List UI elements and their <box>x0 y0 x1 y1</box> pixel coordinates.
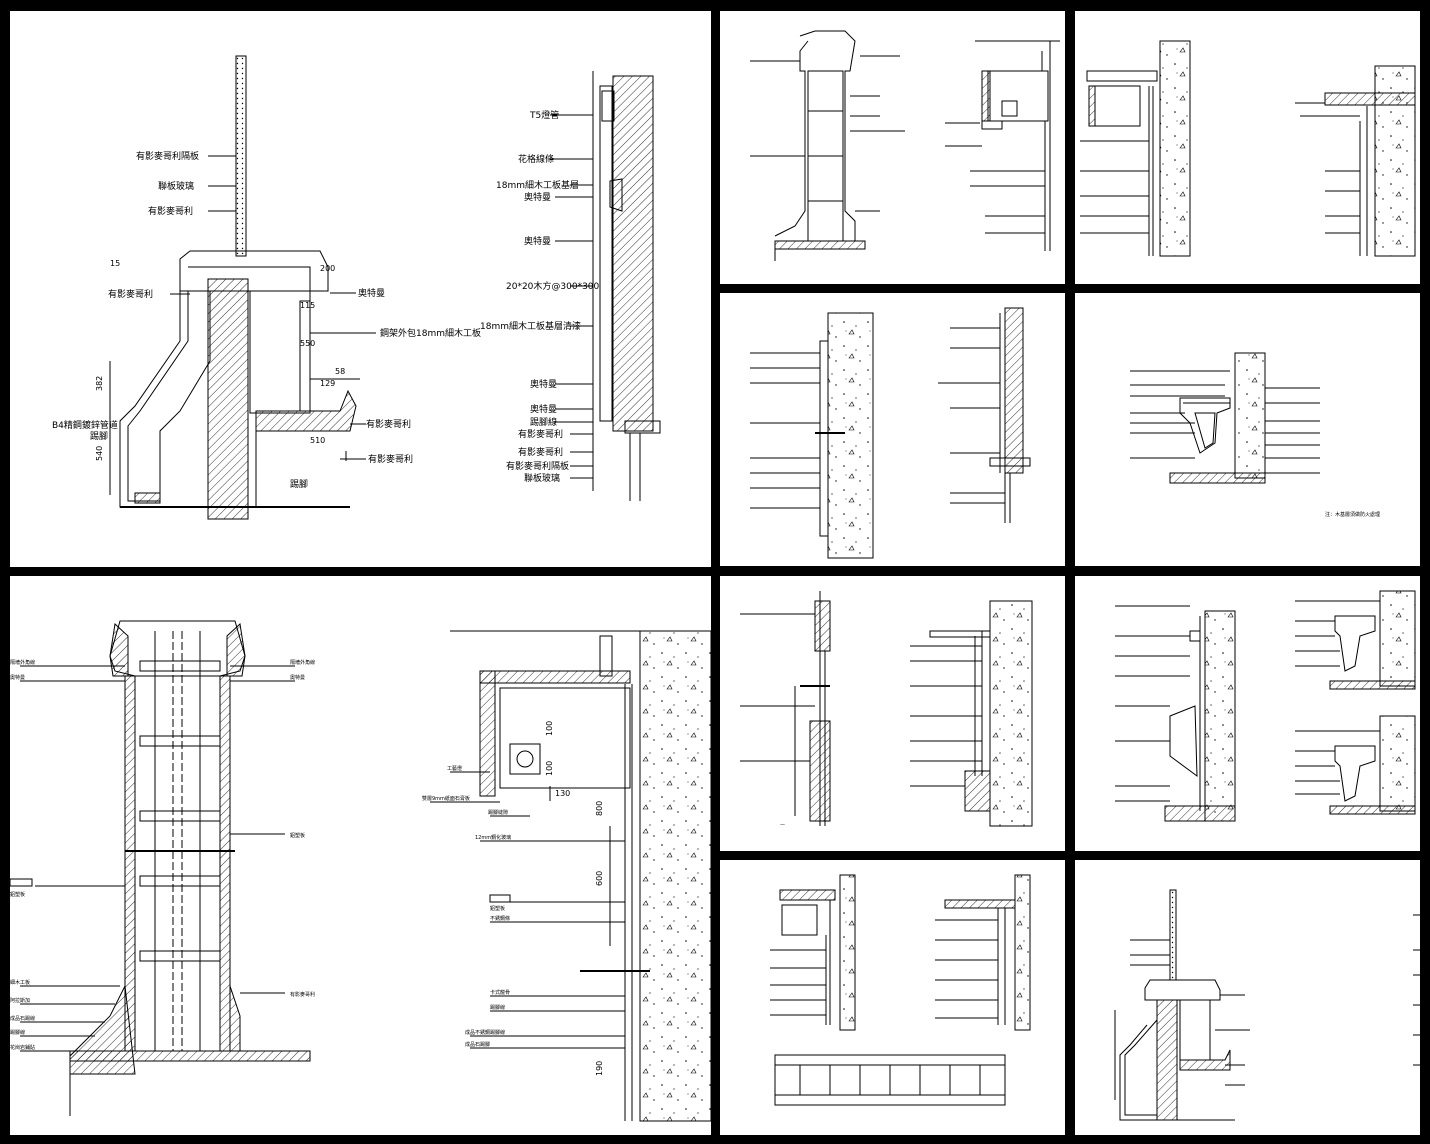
section-drawing-6: 隔墻外角線 奧特曼 鋁塑板 細木工板 阿拉斯加 成品石踢線 踢腳線 花崗岩鋪貼 … <box>10 620 711 1122</box>
dim-130: 130 <box>555 789 570 798</box>
label-alu-panel-r: 鋁塑板 <box>290 832 305 839</box>
section-drawing-8 <box>1115 590 1416 822</box>
label-skirting-left: 踢腳 <box>90 431 108 442</box>
label-autman-5: 奧特曼 <box>530 403 557 415</box>
label-alaska: 阿拉斯加 <box>10 997 30 1004</box>
drawing-panel-2 <box>720 11 1065 284</box>
label-autman: 奧特曼 <box>358 287 385 299</box>
label-steel-strip: 不銹鋼條 <box>490 915 510 922</box>
section-drawing-9 <box>770 874 1031 1106</box>
drawing-panel-1: 382 540 510 129 58 115 550 200 15 有影麥哥利隔… <box>10 11 711 567</box>
note-fireproof: 注：木基層須做防火處理 <box>1325 511 1380 518</box>
dim-800: 800 <box>595 801 604 816</box>
dim-15: 15 <box>110 259 120 268</box>
label-maccoli-5: 有影麥哥利 <box>518 428 563 440</box>
label-partition-2: 有影麥哥利隔板 <box>506 460 569 472</box>
dim-540: 540 <box>95 446 104 461</box>
scale-mark-7a: — <box>780 822 785 828</box>
label-maccoli-6: 有影麥哥利 <box>518 446 563 458</box>
label-plywood-l: 細木工板 <box>10 979 30 986</box>
drawing-panel-7: — <box>720 576 1065 851</box>
section-drawing-5: 注：木基層須做防火處理 <box>1130 352 1380 518</box>
label-autman-2: 奧特曼 <box>524 191 551 203</box>
label-gypsum-board: 雙層9mm紙面石膏板 <box>422 795 470 802</box>
dim-600: 600 <box>595 871 604 886</box>
label-steel-frame: 鋼架外包18mm細木工板 <box>380 327 481 339</box>
label-plywood-varnish: 18mm細木工板基層清漆 <box>480 320 581 332</box>
dim-100-b: 100 <box>545 761 554 776</box>
drawing-panel-3 <box>1075 11 1420 284</box>
label-plywood-base: 18mm細木工板基層 <box>496 179 579 191</box>
label-maccoli-2: 有影麥哥利 <box>108 288 153 300</box>
drawing-panel-5: 注：木基層須做防火處理 <box>1075 293 1420 566</box>
dim-190: 190 <box>595 1061 604 1076</box>
label-maccoli-r: 有影麥哥利 <box>290 991 315 998</box>
label-partition: 有影麥哥利隔板 <box>136 150 199 162</box>
label-granite: 花崗岩鋪貼 <box>10 1044 35 1051</box>
section-drawing-3 <box>1080 40 1416 257</box>
dim-100-a: 100 <box>545 721 554 736</box>
label-steel-kick: 成品不銹鋼踢腳線 <box>465 1029 505 1036</box>
dim-115: 115 <box>300 301 315 310</box>
dim-382: 382 <box>95 376 104 391</box>
label-autman-4: 奧特曼 <box>530 378 557 390</box>
label-stone-kick: 成品石踢線 <box>10 1015 35 1022</box>
label-maccoli-1: 有影麥哥利 <box>148 205 193 217</box>
section-drawing-4 <box>750 307 1031 559</box>
section-drawing-2 <box>750 30 1060 261</box>
drawing-panel-8 <box>1075 576 1420 851</box>
label-lattice: 花格線條 <box>518 153 554 165</box>
elevation-labels: T5燈管 花格線條 18mm細木工板基層 奧特曼 奧特曼 20*20木方@300… <box>480 109 600 484</box>
label-timber-grid: 20*20木方@300*300 <box>506 280 600 292</box>
section-drawing-10 <box>1114 889 1420 1121</box>
label-maccoli-3: 有影麥哥利 <box>366 418 411 430</box>
section-drawing-7: — <box>740 591 1033 828</box>
label-skirting-l: 踢腳線 <box>10 1029 25 1036</box>
label-alu-panel-m: 鋁塑板 <box>490 905 505 912</box>
label-autman-r: 奧特曼 <box>290 674 305 681</box>
label-outer-corner-l: 隔墻外角線 <box>10 659 35 666</box>
label-skirting-m: 踢腳線 <box>490 1004 505 1011</box>
label-skirting-line: 踢腳線 <box>530 416 557 428</box>
label-steel-pipe: B4精鋼鍍鋅管道 <box>52 419 118 431</box>
dim-58: 58 <box>335 367 345 376</box>
drawing-panel-4 <box>720 293 1065 566</box>
label-outer-corner-r: 隔墻外角線 <box>290 659 315 666</box>
label-alu-panel-l: 鋁塑板 <box>10 891 25 898</box>
label-kick-gap: 踢腳縫隙 <box>488 809 508 816</box>
section-drawing-1: 382 540 510 129 58 115 550 200 15 有影麥哥利隔… <box>52 55 661 520</box>
dim-550: 550 <box>300 339 315 348</box>
label-glass: 聯板玻璃 <box>158 180 194 192</box>
dim-129: 129 <box>320 379 335 388</box>
dim-200: 200 <box>320 264 335 273</box>
label-tempered-glass: 12mm鋼化玻璃 <box>475 834 511 841</box>
drawing-panel-10 <box>1075 860 1420 1135</box>
label-autman-l: 奧特曼 <box>10 674 25 681</box>
drawing-panel-6: 隔墻外角線 奧特曼 鋁塑板 細木工板 阿拉斯加 成品石踢線 踢腳線 花崗岩鋪貼 … <box>10 576 711 1135</box>
label-glass-2: 聯板玻璃 <box>524 472 560 484</box>
label-skirting-right: 踢腳 <box>290 479 308 490</box>
label-keel: 卡式龍骨 <box>490 989 510 996</box>
label-t5: T5燈管 <box>529 109 559 121</box>
label-maccoli-4: 有影麥哥利 <box>368 453 413 465</box>
drawing-panel-9 <box>720 860 1065 1135</box>
label-stone-kick-m: 成品石踢腳 <box>465 1041 490 1048</box>
dim-510: 510 <box>310 436 325 445</box>
label-autman-3: 奧特曼 <box>524 235 551 247</box>
label-craft-lamp: 工藝燈 <box>447 765 462 772</box>
